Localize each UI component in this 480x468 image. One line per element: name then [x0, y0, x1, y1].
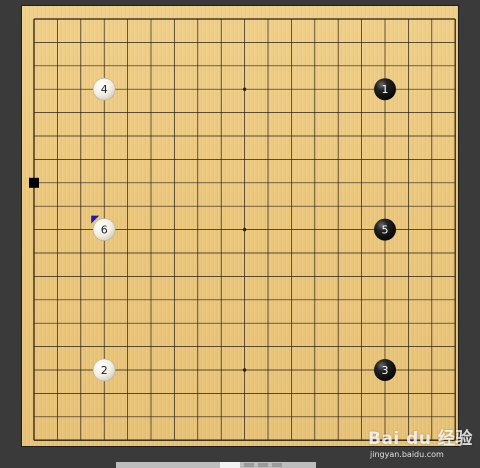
nav-button-next[interactable] — [258, 463, 268, 467]
go-board[interactable]: 1 2 3 4 5 6 — [22, 6, 458, 446]
star-point — [242, 227, 247, 232]
watermark-logo-text: Bai du 经验 — [368, 429, 473, 449]
black-stone-3: 3 — [374, 359, 396, 381]
to-move-indicator-icon — [29, 177, 39, 188]
white-stone-6: 6 — [92, 218, 116, 241]
move-number-label: 4 — [101, 83, 108, 96]
watermark: Bai du 经验 jingyan.baidu.com — [368, 424, 476, 464]
star-point — [242, 368, 247, 372]
stone-body — [374, 218, 396, 241]
nav-button-prev[interactable] — [244, 463, 254, 467]
nav-button-end[interactable] — [272, 463, 282, 467]
move-number-label: 1 — [382, 83, 389, 96]
grid-lines — [33, 18, 456, 441]
black-stone-5: 5 — [374, 218, 396, 241]
star-point — [242, 87, 247, 91]
navigation-scrollbar[interactable] — [116, 462, 316, 468]
white-stone-2: 2 — [92, 358, 116, 382]
last-move-marker-icon — [91, 215, 100, 224]
stone-body — [92, 358, 116, 382]
board-grid-canvas[interactable]: 1 2 3 4 5 6 — [22, 6, 458, 446]
markers-layer — [29, 177, 100, 224]
watermark-url: jingyan.baidu.com — [370, 450, 444, 459]
white-stone-4: 4 — [92, 77, 116, 101]
move-number-label: 3 — [382, 364, 389, 377]
stone-body — [92, 218, 116, 241]
move-number-label: 5 — [382, 224, 389, 237]
move-number-label: 6 — [101, 224, 108, 237]
black-stone-1: 1 — [374, 78, 396, 101]
scrollbar-thumb[interactable] — [220, 462, 240, 468]
move-number-label: 2 — [101, 364, 108, 377]
stone-body — [92, 77, 116, 101]
stone-body — [374, 359, 396, 381]
stones-layer: 1 2 3 4 5 6 — [92, 77, 396, 382]
stone-body — [374, 78, 396, 101]
